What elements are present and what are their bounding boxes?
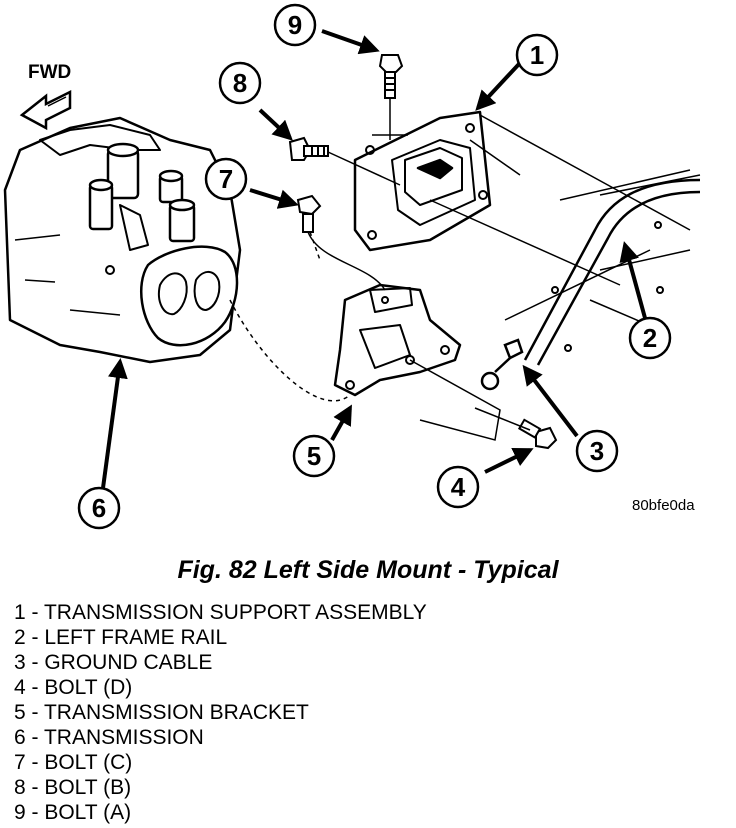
- transmission-support-assembly-illustration: [353, 110, 492, 252]
- callout-5: 5: [292, 434, 336, 478]
- svg-text:3: 3: [590, 436, 604, 466]
- fwd-arrow-icon: [19, 89, 72, 131]
- callout-6: 6: [77, 486, 121, 530]
- legend-item: 7 - BOLT (C): [14, 751, 133, 774]
- exploded-view-diagram: FWD: [3, 3, 701, 530]
- svg-text:6: 6: [92, 493, 106, 523]
- image-code: 80bfe0da: [632, 497, 695, 514]
- svg-text:2: 2: [643, 323, 657, 353]
- callout-8: 8: [218, 61, 262, 105]
- legend-item: 6 - TRANSMISSION: [14, 726, 204, 749]
- bolt-c-illustration: [296, 194, 322, 233]
- legend-item: 1 - TRANSMISSION SUPPORT ASSEMBLY: [14, 601, 427, 624]
- callout-2: 2: [628, 316, 672, 360]
- legend-item: 8 - BOLT (B): [14, 776, 132, 799]
- callout-7: 7: [204, 157, 248, 201]
- callout-3: 3: [575, 429, 619, 473]
- callout-4: 4: [436, 465, 480, 509]
- legend-item: 9 - BOLT (A): [14, 801, 132, 824]
- legend-list: 1 - TRANSMISSION SUPPORT ASSEMBLY 2 - LE…: [14, 600, 427, 825]
- bolt-b-illustration: [288, 136, 329, 161]
- legend-item: 2 - LEFT FRAME RAIL: [14, 626, 228, 649]
- figure-caption: Fig. 82 Left Side Mount - Typical: [177, 556, 559, 584]
- callout-1: 1: [515, 33, 559, 77]
- legend-item: 4 - BOLT (D): [14, 676, 133, 699]
- svg-text:7: 7: [219, 164, 233, 194]
- svg-text:8: 8: [233, 68, 247, 98]
- callout-arrows: [101, 29, 647, 489]
- fwd-label: FWD: [28, 62, 71, 83]
- callout-9: 9: [273, 3, 317, 47]
- ground-cable-illustration: [480, 338, 524, 391]
- transmission-illustration: [3, 116, 242, 364]
- left-frame-rail-illustration: [523, 178, 701, 366]
- bolt-a-illustration: [378, 54, 404, 99]
- svg-text:9: 9: [288, 10, 302, 40]
- legend-item: 3 - GROUND CABLE: [14, 651, 213, 674]
- transmission-bracket-illustration: [333, 283, 462, 397]
- legend-item: 5 - TRANSMISSION BRACKET: [14, 701, 309, 724]
- bolt-d-illustration: [517, 418, 558, 450]
- svg-text:1: 1: [530, 40, 544, 70]
- assembly-lines: [229, 98, 701, 441]
- svg-text:5: 5: [307, 441, 321, 471]
- svg-text:4: 4: [451, 472, 466, 502]
